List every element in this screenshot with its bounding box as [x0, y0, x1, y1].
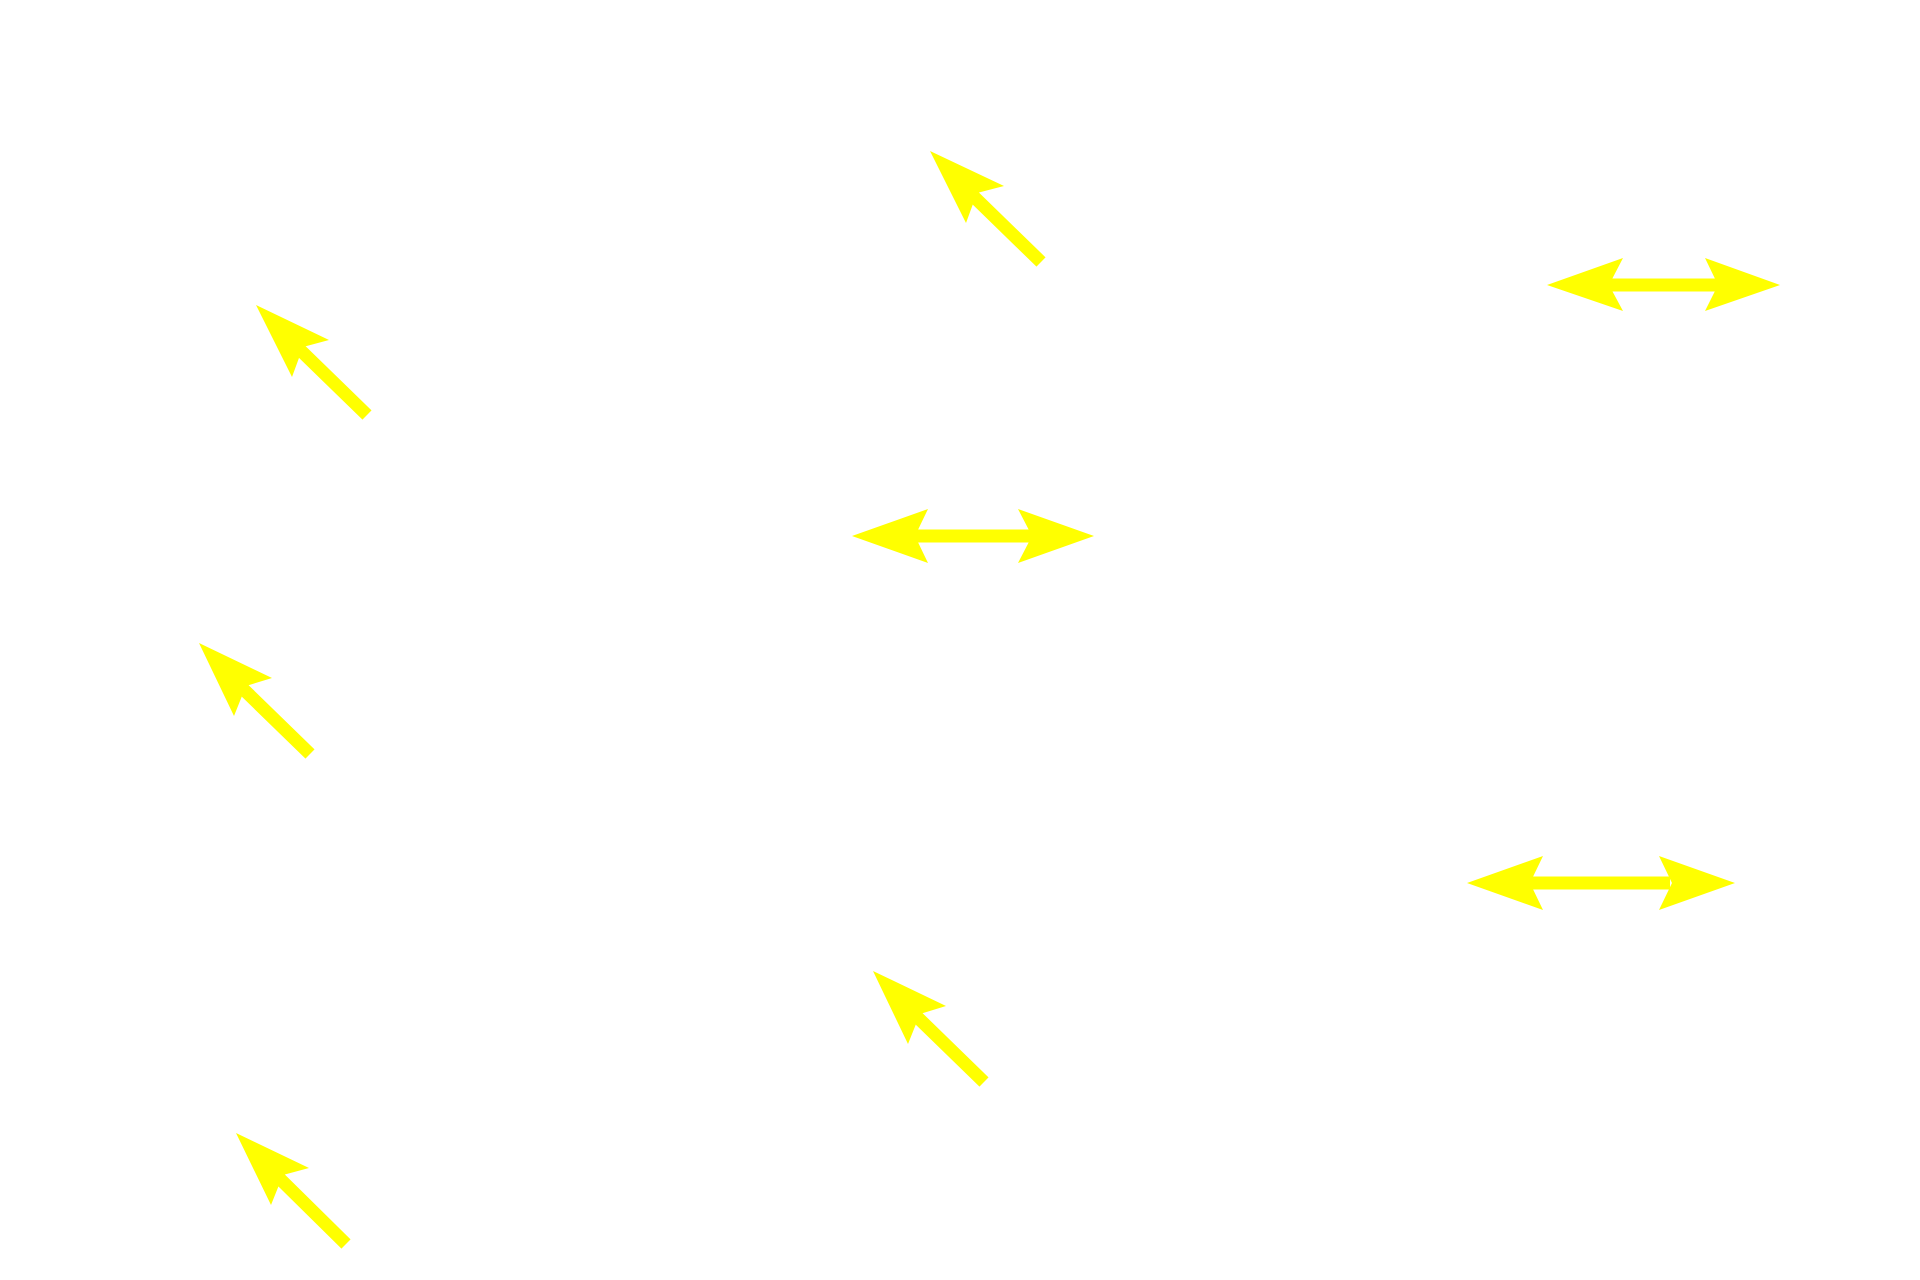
double-horizontal-arrow-icon	[852, 509, 1094, 563]
double-horizontal-arrow-icon	[1547, 258, 1780, 311]
arrow-up-left-icon	[930, 151, 1046, 267]
arrow-up-left-icon	[873, 971, 989, 1087]
arrow-up-left-icon	[236, 1133, 351, 1249]
arrow-up-left-icon	[199, 643, 315, 759]
double-horizontal-arrow-icon	[1467, 856, 1735, 910]
arrow-up-left-icon	[256, 305, 372, 420]
